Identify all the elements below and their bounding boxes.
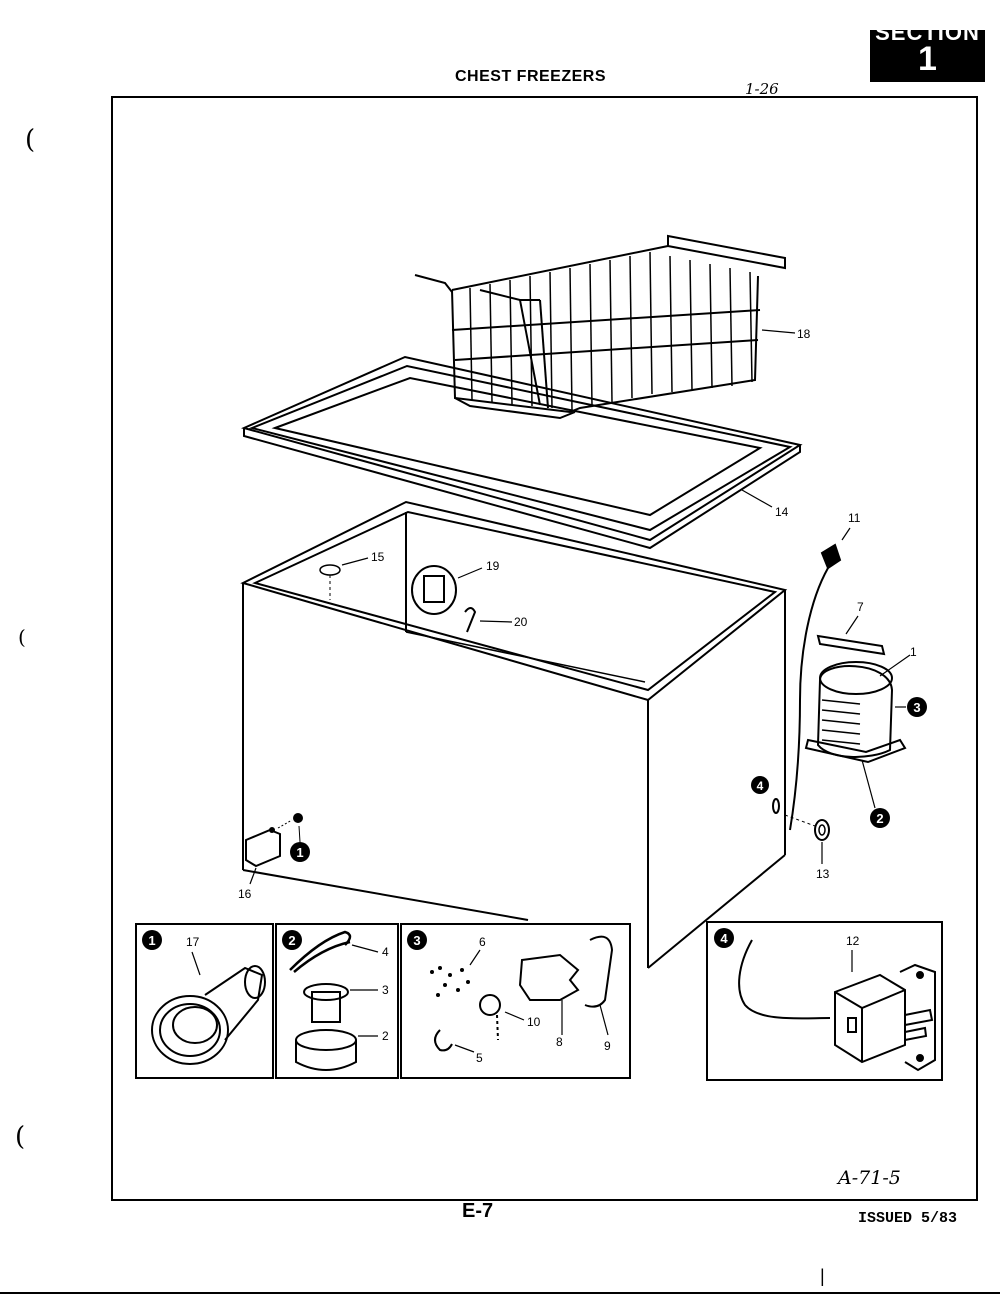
section-number: 1 — [918, 40, 937, 78]
callout-19: 19 — [486, 559, 500, 573]
detail-key-1: 1 — [290, 813, 310, 862]
callout-14-leader: 14 — [741, 489, 789, 519]
reference-code: A-71-5 — [838, 1167, 901, 1189]
control-19: 19 — [411, 559, 500, 615]
svg-text:9: 9 — [604, 1039, 611, 1053]
svg-text:1: 1 — [296, 845, 303, 860]
svg-text:4: 4 — [720, 931, 728, 946]
clip-20: 20 — [464, 607, 528, 633]
svg-text:3: 3 — [382, 983, 389, 997]
callout-7: 7 — [857, 600, 864, 614]
inset-4: 4 12 — [706, 921, 943, 1081]
freezer-cabinet — [240, 500, 788, 969]
callout-18-leader: 18 — [761, 327, 811, 341]
callout-1: 1 — [910, 645, 917, 659]
lid-gasket — [241, 355, 803, 550]
inset-2: 2 4 3 2 — [275, 923, 399, 1079]
detail-key-4: 4 — [751, 776, 780, 814]
wire-basket — [414, 234, 786, 420]
svg-text:17: 17 — [186, 935, 200, 949]
svg-text:3: 3 — [413, 933, 420, 948]
svg-text:2: 2 — [382, 1029, 389, 1043]
svg-text:8: 8 — [556, 1035, 563, 1049]
svg-text:3: 3 — [913, 700, 920, 715]
handwritten-reference: 1-26 — [745, 80, 779, 98]
callout-11: 11 — [848, 511, 861, 525]
margin-mark: | — [820, 1266, 825, 1286]
callout-13: 13 — [816, 867, 830, 881]
svg-text:5: 5 — [476, 1051, 483, 1065]
grommet-13: 13 — [784, 814, 830, 881]
callout-14: 14 — [775, 505, 789, 519]
compressor-1 — [804, 654, 911, 764]
margin-mark: ( — [18, 625, 26, 649]
inset-3: 3 6 10 8 9 5 — [400, 923, 631, 1079]
callout-18: 18 — [797, 327, 811, 341]
svg-text:12: 12 — [846, 934, 860, 948]
callout-20: 20 — [514, 615, 528, 629]
svg-text:1: 1 — [148, 933, 155, 948]
hinge-cover-16: 16 — [238, 819, 293, 901]
margin-mark: ( — [25, 125, 36, 155]
page-code: E-7 — [462, 1200, 494, 1222]
section-tab: SECTION 1 — [870, 20, 985, 82]
inset-1: 1 17 — [135, 923, 274, 1079]
svg-text:2: 2 — [288, 933, 295, 948]
page-title: CHEST FREEZERS — [455, 68, 607, 85]
svg-text:10: 10 — [527, 1015, 541, 1029]
issued-date: ISSUED 5/83 — [858, 1210, 958, 1227]
callout-16: 16 — [238, 887, 252, 901]
svg-text:4: 4 — [757, 779, 764, 793]
section-label: SECTION — [875, 20, 980, 42]
detail-key-3: 3 — [895, 697, 927, 717]
power-cord-11 — [789, 527, 851, 831]
diagram-frame — [111, 96, 978, 1201]
svg-text:6: 6 — [479, 935, 486, 949]
detail-key-2: 2 — [861, 759, 890, 828]
svg-text:2: 2 — [876, 811, 883, 826]
drier-7: 7 — [816, 600, 886, 656]
margin-mark: ( — [15, 1122, 26, 1152]
svg-text:4: 4 — [382, 945, 389, 959]
drain-cap-15: 15 — [319, 550, 385, 600]
callout-15: 15 — [371, 550, 385, 564]
